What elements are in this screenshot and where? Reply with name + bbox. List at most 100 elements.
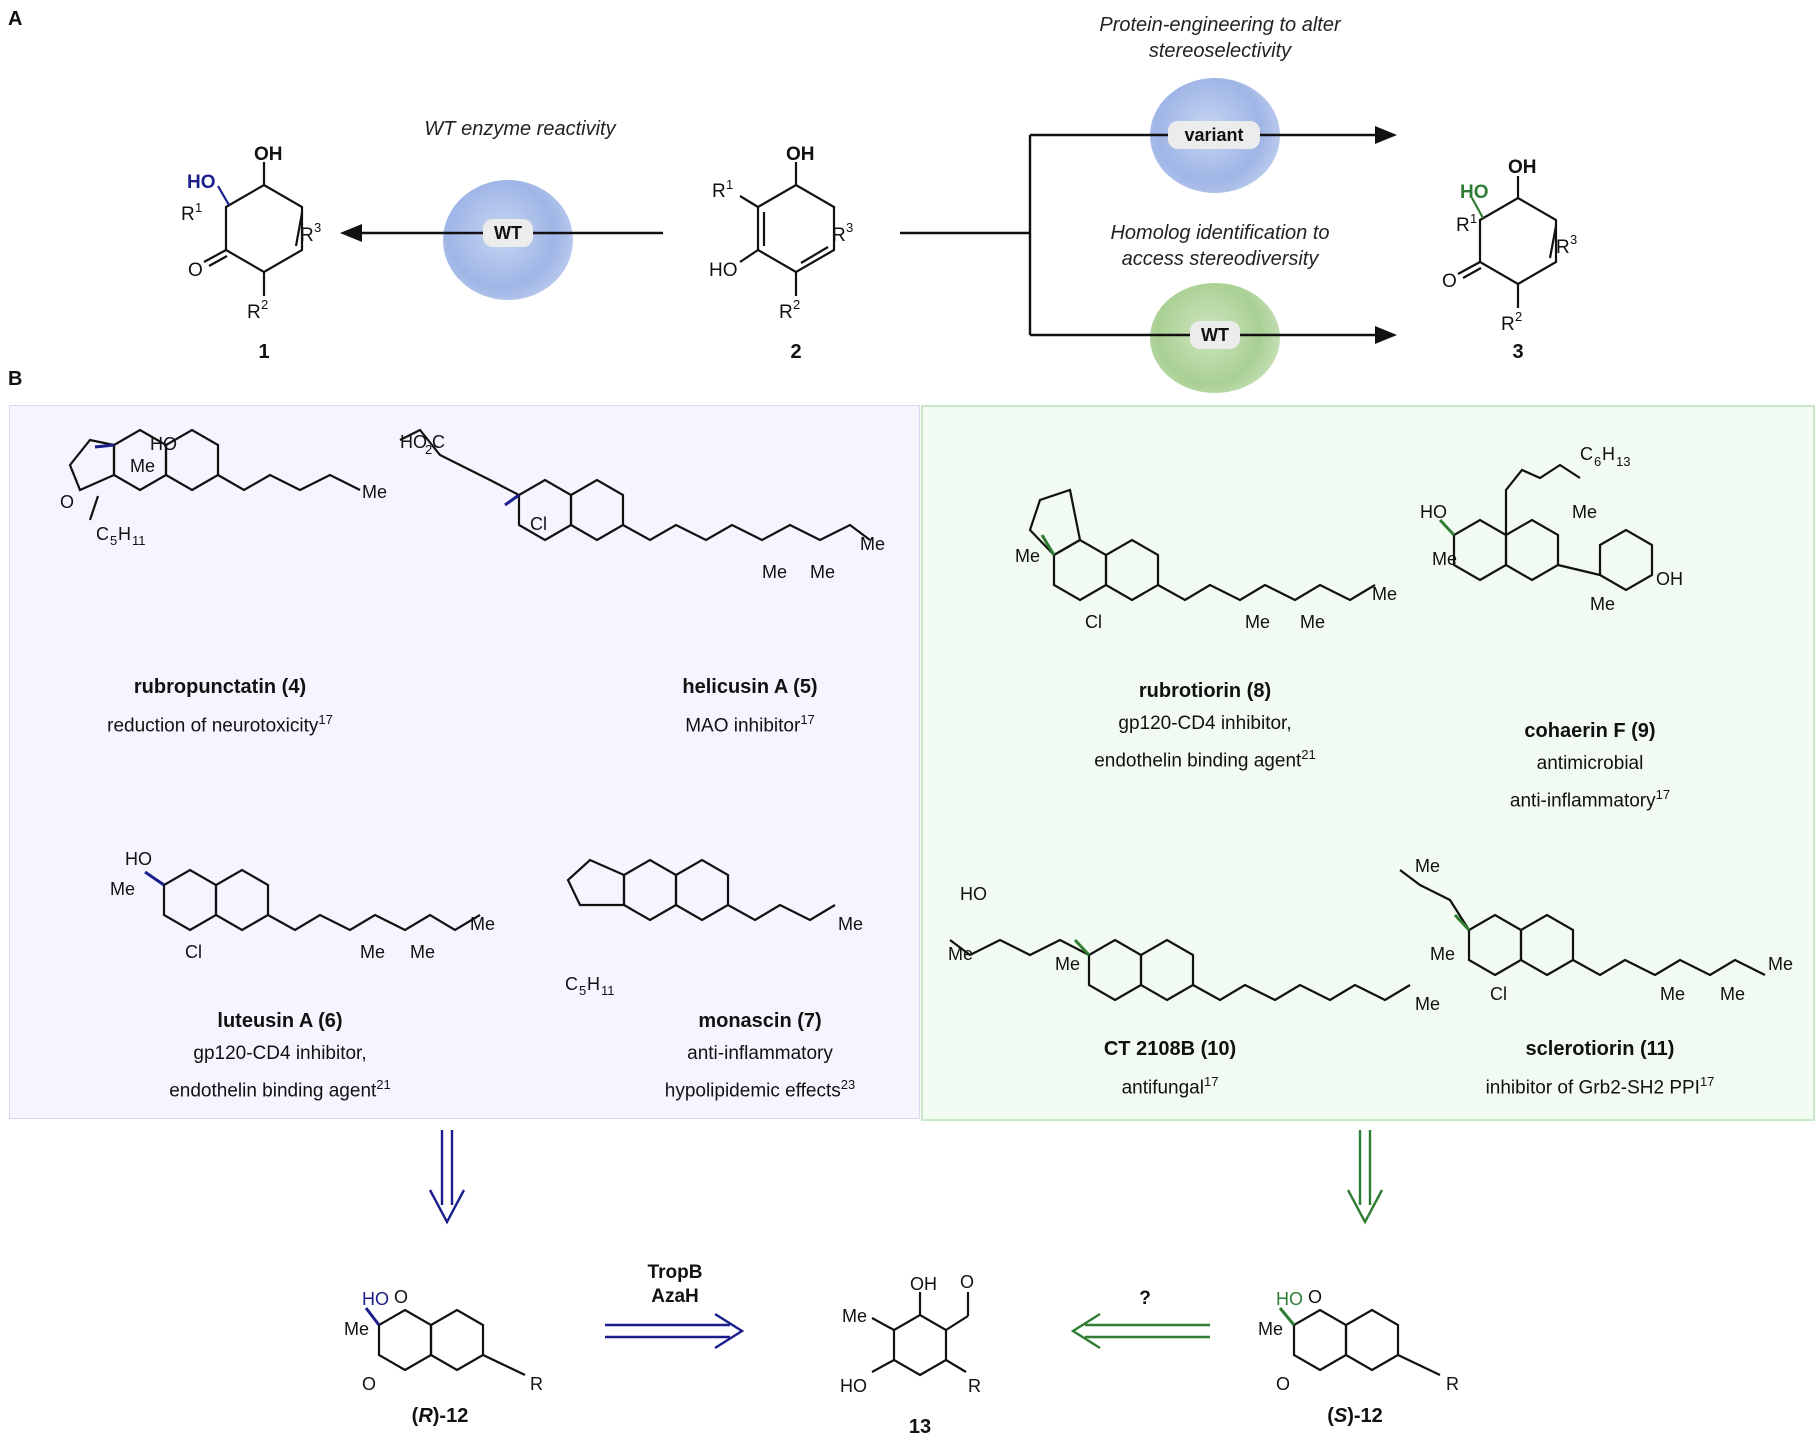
svg-text:HO: HO [960,884,987,904]
svg-text:11: 11 [132,533,146,548]
svg-text:2: 2 [425,442,432,457]
compound-13-label: 13 [908,1416,932,1438]
svg-text:HO: HO [1420,502,1447,522]
svg-text:Me: Me [1572,502,1597,522]
svg-text:R: R [1556,237,1570,258]
svg-text:Me: Me [1415,856,1440,876]
panel-label-b: B [8,368,23,390]
svg-text:Me: Me [344,1319,369,1339]
svg-text:Me: Me [130,456,155,476]
svg-text:Me: Me [1300,612,1325,632]
svg-text:HO: HO [187,172,216,193]
svg-text:3: 3 [1570,232,1577,247]
svg-text:R: R [247,302,261,323]
svg-text:O: O [394,1287,408,1307]
svg-text:OH: OH [910,1274,937,1294]
homolog-label-line2: access stereodiversity [1121,248,1319,270]
svg-text:HO: HO [150,434,177,454]
compound-desc-10: antifungal17 [1121,1074,1219,1099]
bond-8 [1040,534,1056,556]
wt-enzyme-left-label: WT [483,219,533,247]
svg-text:Me: Me [1015,546,1040,566]
svg-text:HO: HO [709,260,738,281]
svg-text:Me: Me [410,942,435,962]
svg-text:Me: Me [810,562,835,582]
compound-desc-9: antimicrobial anti-inflammatory17 [1509,753,1671,812]
wt-reaction-arrowhead [340,224,362,242]
svg-text:O: O [60,492,74,512]
svg-text:C: C [432,432,445,452]
structure-11 [1399,869,1766,977]
svg-text:HO: HO [362,1289,389,1309]
enzyme-label-tropb: TropB [647,1262,703,1283]
structure-5 [399,428,871,542]
svg-text:HO: HO [840,1376,867,1396]
structure-1 [203,162,304,296]
svg-text:Me: Me [1245,612,1270,632]
svg-text:Me: Me [860,534,885,554]
compound-desc-8: gp120-CD4 inhibitor, endothelin binding … [1094,713,1316,772]
svg-text:O: O [362,1374,376,1394]
svg-text:5: 5 [110,533,117,548]
structure-10 [949,938,1411,1002]
structure-7 [566,858,836,922]
svg-text:R: R [1456,215,1470,236]
svg-text:1: 1 [195,200,202,215]
svg-text:Me: Me [362,482,387,502]
svg-text:Cl: Cl [1085,612,1102,632]
svg-text:H: H [587,974,600,994]
svg-text:Me: Me [1372,584,1397,604]
compound-name-4: rubropunctatin (4) [133,676,307,698]
homolog-label-line1: Homolog identification to [1110,222,1330,244]
structure-6 [162,868,481,932]
svg-text:2: 2 [793,297,800,312]
svg-text:5: 5 [579,983,586,998]
compound-s12-label: (S)-12 [1327,1405,1383,1427]
wt-enzyme-right-label: WT [1190,321,1240,349]
compound-desc-6: gp120-CD4 inhibitor, endothelin binding … [169,1043,391,1102]
svg-text:HO: HO [125,849,152,869]
svg-text:6: 6 [1594,454,1601,469]
svg-text:Me: Me [1055,954,1080,974]
svg-text:OH: OH [1656,569,1683,589]
bond-9 [1438,518,1456,537]
compound-name-9: cohaerin F (9) [1524,720,1656,742]
enzyme-label-azah: AzaH [651,1286,699,1307]
structure-4 [68,428,361,521]
svg-text:O: O [1308,1287,1322,1307]
svg-text:R: R [832,225,846,246]
svg-text:OH: OH [1508,157,1537,178]
svg-text:Me: Me [1590,594,1615,614]
bond-6 [144,870,165,887]
svg-text:R: R [530,1374,543,1394]
structure-2 [739,162,836,296]
svg-text:Me: Me [1720,984,1745,1004]
homolog-arrowhead [1375,326,1397,344]
svg-text:R: R [712,181,726,202]
svg-text:R: R [181,204,195,225]
svg-text:11: 11 [601,983,615,998]
compound-r12-label: (R)-12 [411,1405,469,1427]
structure-8 [1028,488,1376,602]
svg-text:Me: Me [838,914,863,934]
svg-text:Me: Me [1415,994,1440,1014]
svg-text:H: H [1602,444,1615,464]
svg-text:1: 1 [726,177,733,192]
compound-name-7: monascin (7) [698,1010,822,1032]
svg-text:Me: Me [1258,1319,1283,1339]
svg-text:Cl: Cl [530,514,547,534]
svg-text:3: 3 [846,220,853,235]
structure-3 [1457,176,1558,308]
svg-text:13: 13 [1616,454,1630,469]
compound-desc-4: reduction of neurotoxicity17 [107,712,333,737]
svg-text:O: O [1276,1374,1290,1394]
compound-name-6: luteusin A (6) [217,1010,343,1032]
svg-text:1: 1 [1470,211,1477,226]
svg-text:Cl: Cl [1490,984,1507,1004]
svg-text:Me: Me [762,562,787,582]
svg-text:Me: Me [948,944,973,964]
svg-text:HO: HO [1460,182,1489,203]
svg-text:R: R [968,1376,981,1396]
bond-11 [1453,913,1471,932]
